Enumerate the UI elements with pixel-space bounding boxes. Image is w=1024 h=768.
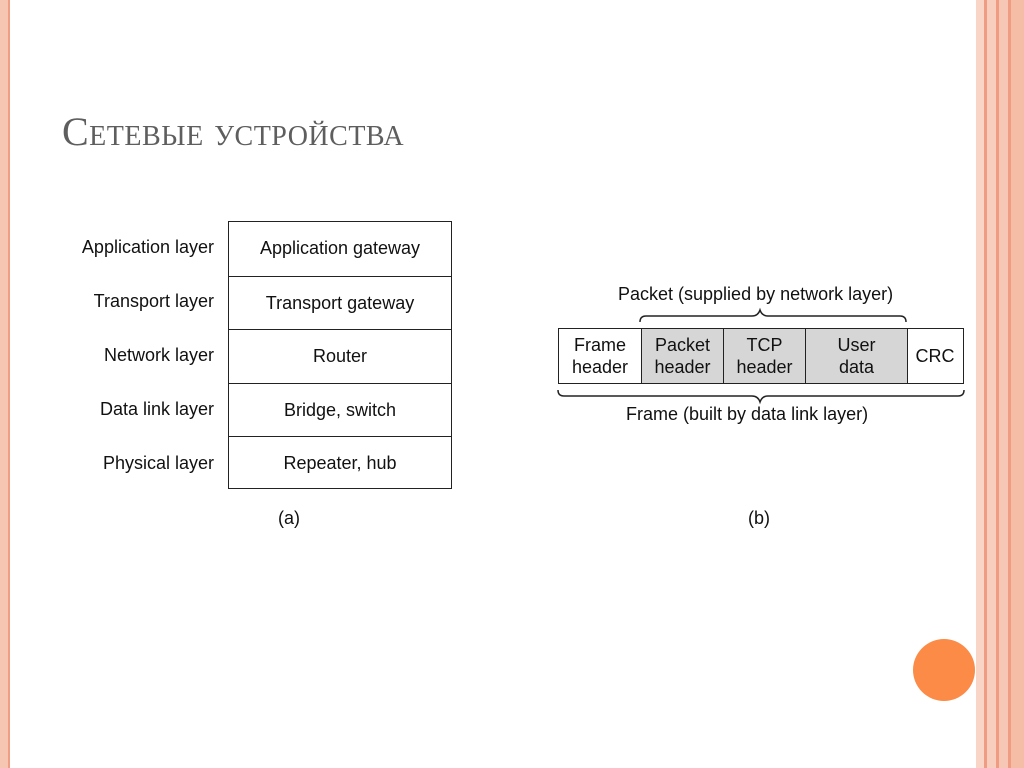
frame-structure-diagram: Packet (supplied by network layer) Frame… <box>540 280 980 528</box>
left-border-frame <box>0 0 10 768</box>
device-table: Application gateway Transport gateway Ro… <box>228 221 452 489</box>
slide-title: Сетевые устройства <box>62 109 405 154</box>
decorative-orange-circle <box>913 639 975 701</box>
layer-label-network: Network layer <box>103 345 214 365</box>
packet-brace <box>639 307 907 323</box>
caption-a: (a) <box>278 508 300 528</box>
frame-label: Frame (built by data link layer) <box>626 404 869 424</box>
device-application-gateway: Application gateway <box>259 238 421 258</box>
layer-label-data-link: Data link layer <box>99 399 214 419</box>
right-decorative-stripes <box>976 0 1024 768</box>
cell-tcp-header: TCP header <box>723 329 805 383</box>
device-transport-gateway: Transport gateway <box>229 275 451 330</box>
device-bridge-switch: Bridge, switch <box>229 382 451 437</box>
braces-svg <box>557 307 965 405</box>
packet-label: Packet (supplied by network layer) <box>618 284 894 304</box>
layer-label-physical: Physical layer <box>102 453 214 473</box>
cell-user-data: User data <box>805 329 907 383</box>
layer-label-application: Application layer <box>81 237 214 257</box>
cell-frame-header: Frame header <box>571 335 629 377</box>
device-repeater-hub: Repeater, hub <box>229 436 451 490</box>
caption-b: (b) <box>748 508 770 528</box>
device-router: Router <box>229 329 451 383</box>
frame-row: Frame header Packet header TCP header Us… <box>558 328 964 384</box>
layer-label-transport: Transport layer <box>93 291 214 311</box>
cell-packet-header: Packet header <box>641 329 723 383</box>
frame-brace <box>557 389 965 405</box>
layer-device-diagram: Application layer Transport layer Networ… <box>60 220 470 540</box>
cell-crc: CRC <box>907 329 962 383</box>
